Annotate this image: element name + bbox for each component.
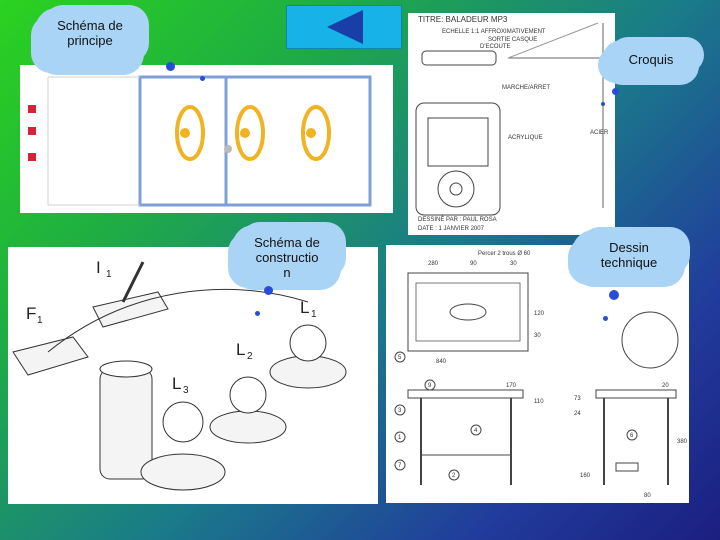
callout-dot xyxy=(200,76,205,81)
schema-construction-label: Schéma de constructio n xyxy=(254,235,320,280)
svg-text:170: 170 xyxy=(506,383,517,389)
back-button[interactable] xyxy=(286,5,402,49)
svg-text:L: L xyxy=(172,374,181,393)
callout-dot xyxy=(166,62,175,71)
svg-text:DATE : 1 JANVIER 2007: DATE : 1 JANVIER 2007 xyxy=(418,226,485,232)
battery-cell xyxy=(28,127,36,135)
svg-text:120: 120 xyxy=(534,311,545,317)
svg-text:MARCHE/ARRET: MARCHE/ARRET xyxy=(502,85,550,91)
dessin-technique-panel: Percer 2 trous Ø 60 280 90 30 120 30 840… xyxy=(386,245,689,503)
svg-text:1: 1 xyxy=(398,435,402,441)
croquis-panel: TITRE: BALADEUR MP3 ECHELLE 1:1 AFFROXIM… xyxy=(408,13,615,235)
battery-cell xyxy=(28,153,36,161)
battery-cell xyxy=(28,105,36,113)
svg-text:4: 4 xyxy=(474,428,478,434)
mp3-sketch: TITRE: BALADEUR MP3 ECHELLE 1:1 AFFROXIM… xyxy=(415,15,609,232)
schema-principe-panel xyxy=(20,65,393,213)
svg-text:ECHELLE 1:1 AFFROXIMATIVEMENT: ECHELLE 1:1 AFFROXIMATIVEMENT xyxy=(442,29,546,35)
coil-1 xyxy=(175,105,205,161)
svg-text:D'ECOUTE: D'ECOUTE xyxy=(480,44,510,50)
svg-text:6: 6 xyxy=(630,433,634,439)
svg-text:80: 80 xyxy=(644,493,651,499)
svg-text:L: L xyxy=(236,340,245,359)
svg-text:1: 1 xyxy=(311,309,317,320)
construction-panel: I 1 F 1 L 1 L 2 L 3 P 1 xyxy=(8,247,378,504)
svg-text:73: 73 xyxy=(574,396,581,402)
svg-text:SORTIE CASQUE: SORTIE CASQUE xyxy=(488,37,537,43)
technical-drawing: Percer 2 trous Ø 60 280 90 30 120 30 840… xyxy=(394,251,688,499)
svg-text:ACIER: ACIER xyxy=(590,130,609,136)
svg-text:24: 24 xyxy=(574,411,581,417)
svg-text:30: 30 xyxy=(534,333,541,339)
circuit-diagram xyxy=(28,75,372,207)
svg-text:F: F xyxy=(26,304,36,323)
left-triangle-icon xyxy=(327,10,363,44)
schema-principe-callout: Schéma de principe xyxy=(35,8,145,70)
svg-text:9: 9 xyxy=(428,383,432,389)
svg-text:L: L xyxy=(300,298,309,317)
svg-text:7: 7 xyxy=(398,463,402,469)
svg-text:1: 1 xyxy=(37,315,43,326)
svg-text:3: 3 xyxy=(398,408,402,414)
callout-dot xyxy=(603,316,608,321)
svg-text:2: 2 xyxy=(247,351,253,362)
dessin-technique-callout: Dessin technique xyxy=(572,230,686,282)
svg-text:90: 90 xyxy=(470,261,477,267)
callout-dot xyxy=(612,88,619,95)
dessin-technique-label: Dessin technique xyxy=(600,240,658,270)
callout-dot xyxy=(601,102,605,106)
svg-text:ACRYLIQUE: ACRYLIQUE xyxy=(508,135,543,141)
croquis-label: Croquis xyxy=(628,52,674,67)
schema-principe-label: Schéma de principe xyxy=(57,18,123,48)
svg-text:30: 30 xyxy=(510,261,517,267)
callout-dot xyxy=(255,311,260,316)
svg-text:5: 5 xyxy=(398,355,402,361)
svg-text:DESSINÉ PAR : PAUL ROSA: DESSINÉ PAR : PAUL ROSA xyxy=(418,216,497,223)
callout-dot xyxy=(264,286,273,295)
schema-construction-callout: Schéma de constructio n xyxy=(232,225,342,285)
svg-text:Percer 2 trous Ø 60: Percer 2 trous Ø 60 xyxy=(478,251,531,257)
svg-text:1: 1 xyxy=(106,269,112,280)
svg-text:I: I xyxy=(96,258,101,277)
svg-text:280: 280 xyxy=(428,261,439,267)
coil-2 xyxy=(235,105,265,161)
svg-text:3: 3 xyxy=(183,385,189,396)
construction-diagram: I 1 F 1 L 1 L 2 L 3 P 1 xyxy=(12,258,347,491)
svg-text:110: 110 xyxy=(534,399,544,405)
svg-text:2: 2 xyxy=(452,473,456,479)
callout-dot xyxy=(609,290,619,300)
svg-text:160: 160 xyxy=(580,473,591,479)
svg-text:TITRE: BALADEUR MP3: TITRE: BALADEUR MP3 xyxy=(418,15,508,24)
svg-text:380: 380 xyxy=(677,439,688,445)
coil-3 xyxy=(301,105,331,161)
svg-text:20: 20 xyxy=(662,383,669,389)
croquis-callout: Croquis xyxy=(602,40,700,80)
svg-text:840: 840 xyxy=(436,359,447,365)
